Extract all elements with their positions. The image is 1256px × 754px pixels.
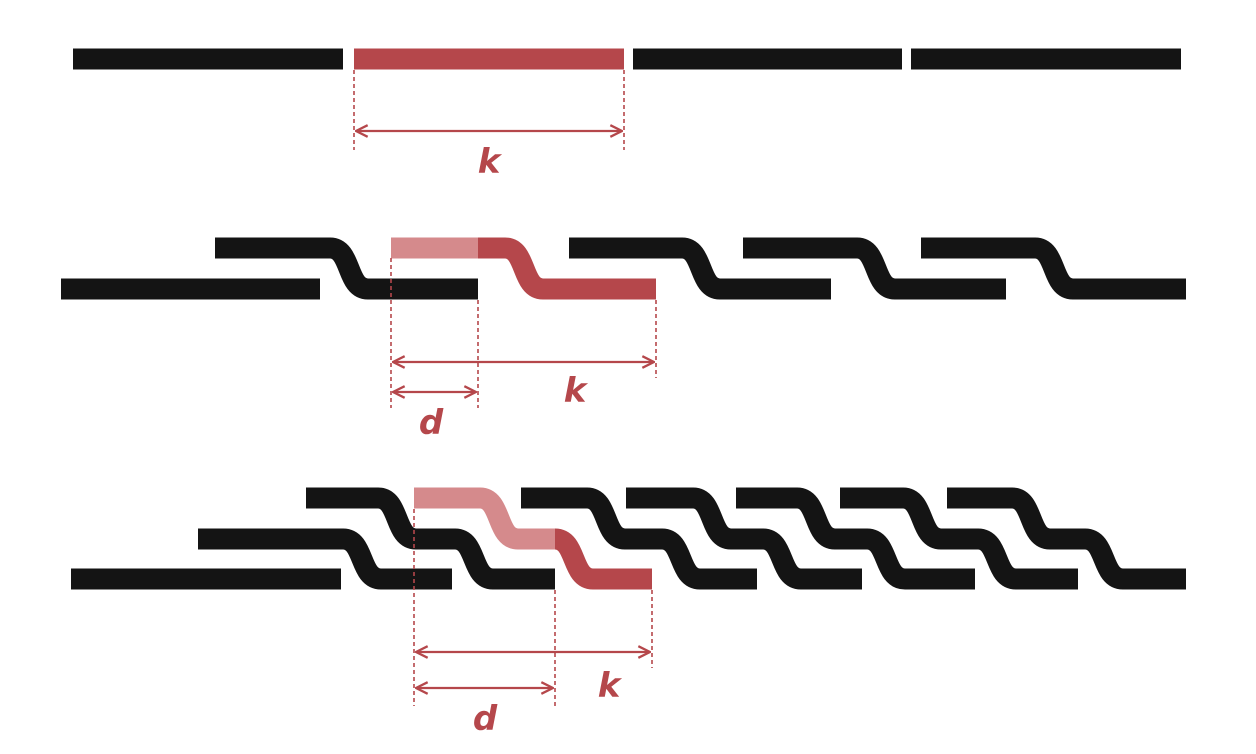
overlapping-segment — [198, 528, 452, 590]
overlapping-segment — [736, 487, 975, 590]
d-label: d — [419, 403, 444, 443]
panel-non-overlapping: k — [73, 48, 1181, 182]
k-label: k — [564, 371, 589, 411]
overlapping-segment — [921, 237, 1186, 300]
overlapping-segment — [569, 237, 831, 300]
overlapping-segment — [840, 487, 1078, 590]
panel-overlap-2: k d — [61, 237, 1186, 443]
overlapping-segment — [306, 487, 555, 590]
k-label: k — [598, 666, 623, 706]
panel-overlap-3: k d — [71, 487, 1186, 739]
d-label: d — [473, 699, 498, 739]
overlapping-segment — [743, 237, 1006, 300]
overlapping-segment — [947, 487, 1186, 590]
k-label: k — [478, 142, 503, 182]
overlapping-segment — [215, 237, 478, 300]
overlapping-segment — [521, 487, 757, 590]
highlighted-segment — [478, 237, 656, 300]
overlapping-segment — [626, 487, 862, 590]
highlighted-segment — [553, 528, 652, 590]
overlap-region — [414, 487, 555, 550]
